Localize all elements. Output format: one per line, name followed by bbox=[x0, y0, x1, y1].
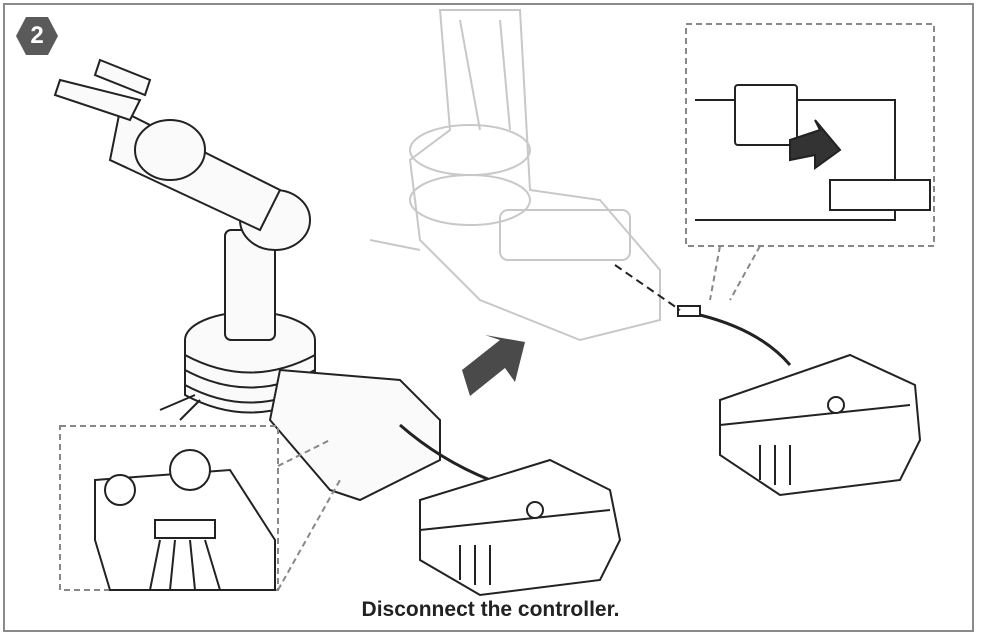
figure-frame bbox=[3, 3, 974, 632]
callout-connector-detail bbox=[685, 23, 935, 301]
socket-detail bbox=[94, 449, 276, 591]
faded-robot-arm bbox=[369, 9, 661, 342]
controller-left bbox=[419, 458, 622, 597]
connector-detail bbox=[695, 84, 931, 221]
direction-arrow bbox=[462, 335, 525, 396]
figure-caption: Disconnect the controller. bbox=[361, 598, 620, 621]
disconnect-path bbox=[614, 264, 681, 311]
step-badge-hexagon bbox=[16, 17, 58, 55]
robot-arm bbox=[53, 58, 441, 502]
controller-right bbox=[677, 305, 922, 497]
cable bbox=[399, 423, 491, 482]
step-number: 2 bbox=[30, 22, 44, 49]
